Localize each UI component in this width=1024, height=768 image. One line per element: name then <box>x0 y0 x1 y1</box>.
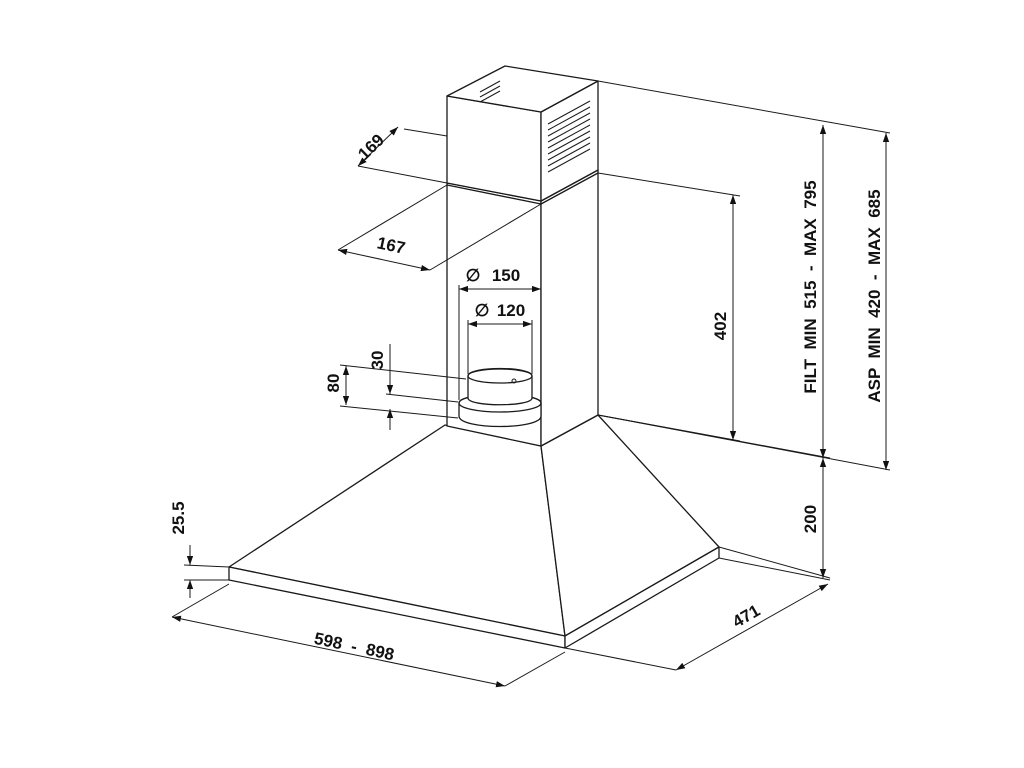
dimension-lines <box>171 80 891 688</box>
diameter-symbol-150: ∅ <box>466 266 481 285</box>
label-chimney-depth: 169 <box>354 130 388 163</box>
hood-body <box>228 65 720 649</box>
collar-upper-ring <box>467 367 533 406</box>
label-collar-height: 30 <box>368 351 387 370</box>
vent-slots <box>479 80 591 173</box>
label-extraction-height-range: ASP MIN 420 - MAX 685 <box>865 189 884 402</box>
label-canopy-width: 598 - 898 <box>312 629 395 664</box>
upper-chimney-front <box>446 95 542 202</box>
label-canopy-depth: 471 <box>729 601 763 632</box>
label-outlet-inner-diameter: 120 <box>497 301 525 320</box>
label-chimney-width: 167 <box>375 233 407 257</box>
diameter-symbol-120: ∅ <box>475 301 490 320</box>
lower-chimney-right <box>540 169 599 447</box>
label-outlet-outer-diameter: 150 <box>492 266 520 285</box>
label-body-height: 200 <box>801 505 820 533</box>
outlet-collar <box>458 367 542 428</box>
label-filter-height-range: FILT MIN 515 - MAX 795 <box>801 180 820 393</box>
label-chimney-min-height: 402 <box>711 312 730 340</box>
label-collar-total-height: 80 <box>324 374 343 393</box>
label-canopy-edge-height: 25.5 <box>169 501 188 534</box>
